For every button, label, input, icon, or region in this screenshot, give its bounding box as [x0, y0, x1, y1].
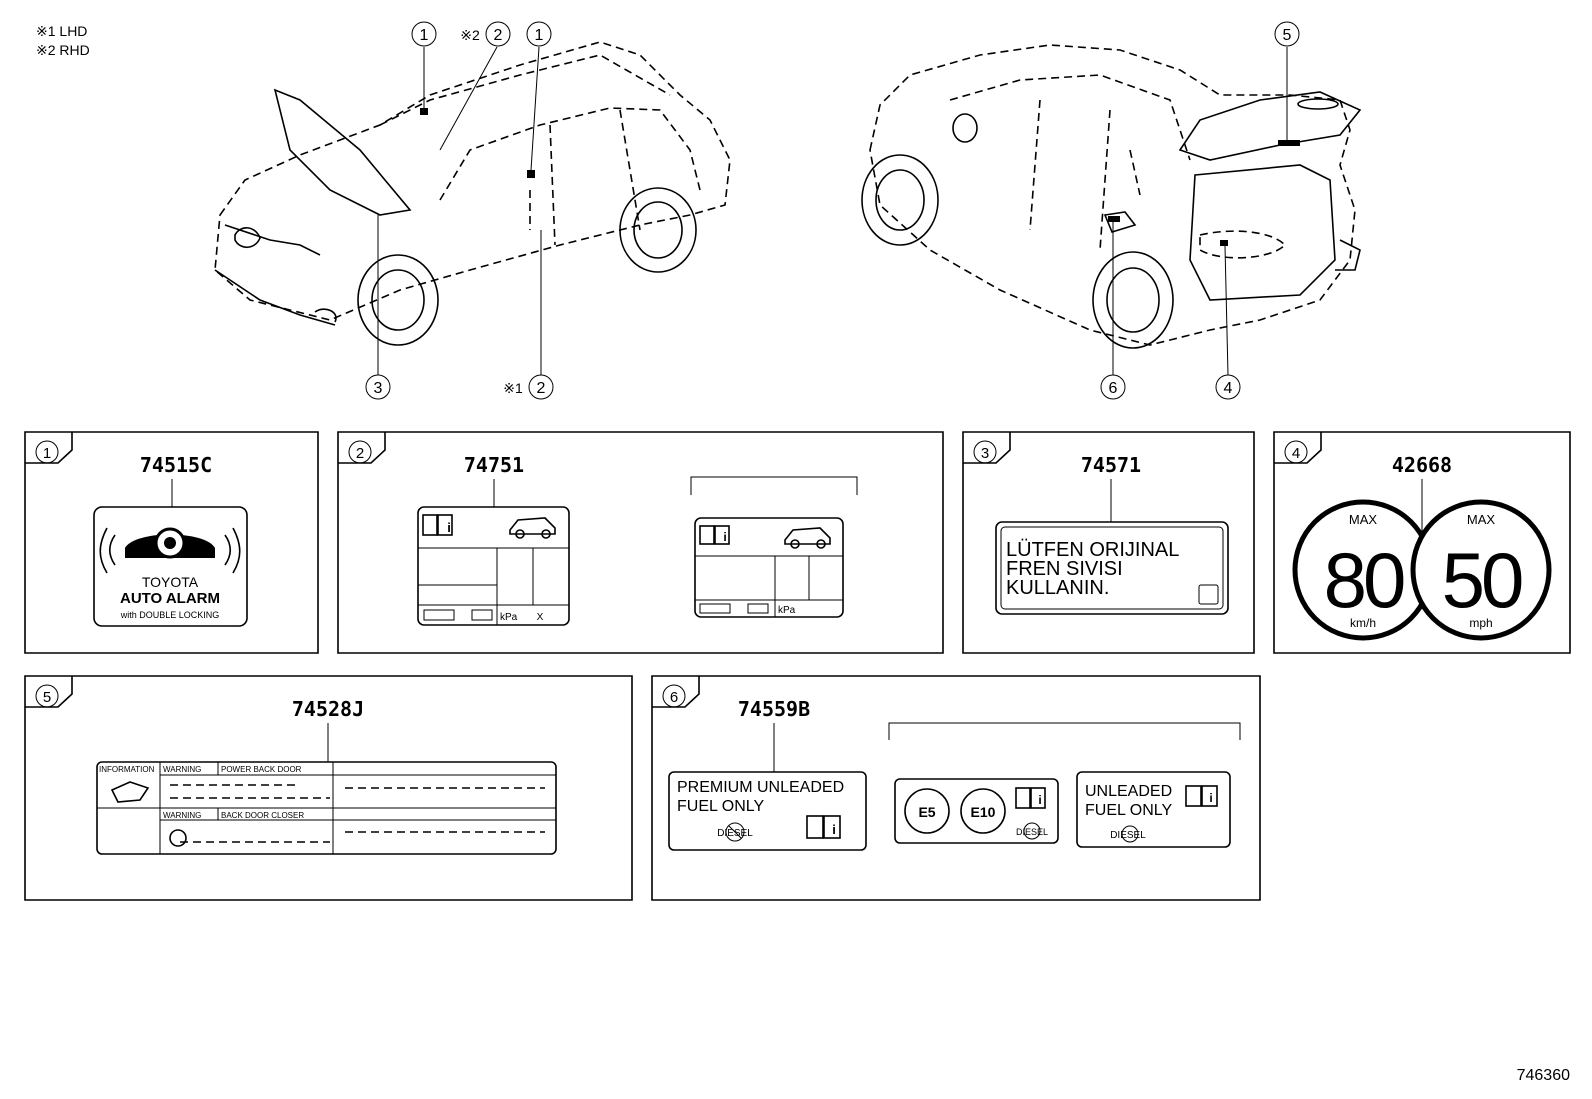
panel-5-index: 5 — [43, 689, 51, 706]
info-icon: i — [1038, 793, 1041, 807]
rear-callouts: 5 6 4 — [1100, 21, 1300, 400]
power-back-door-heading: POWER BACK DOOR — [221, 765, 302, 774]
alarm-car-icon — [99, 527, 241, 574]
no-diesel-b: DIESEL — [1016, 827, 1048, 837]
panel-5-part-number: 74528J — [292, 697, 364, 721]
no-diesel-a: DIESEL — [717, 828, 753, 839]
panel-5: 5 74528J INFORMATION WARNING POWER BACK … — [24, 675, 633, 901]
max-label-kmh: MAX — [1349, 512, 1378, 527]
callout-2-rhd: 2 — [494, 27, 503, 44]
kpa-label-a: kPa — [500, 612, 518, 623]
panel-4-index: 4 — [1292, 445, 1300, 462]
panel-1-part-number: 74515C — [140, 453, 212, 477]
alarm-line-1: TOYOTA — [142, 574, 199, 590]
manual-icon — [806, 815, 824, 839]
speed-mph: 50 — [1442, 536, 1522, 624]
ethanol-label: E5 E10 i DIESEL — [894, 778, 1059, 844]
callout-6: 6 — [1109, 380, 1118, 397]
callout-2-lhd: 2 — [537, 380, 546, 397]
unleaded-line-1: UNLEADED — [1085, 783, 1172, 800]
power-back-door-label: INFORMATION WARNING POWER BACK DOOR WARN… — [96, 761, 557, 855]
callout-1-hood: 1 — [420, 27, 429, 44]
panel-2-part-number: 74751 — [464, 453, 524, 477]
diagram-id: 746360 — [1516, 1067, 1570, 1084]
kpa-label-b: kPa — [778, 605, 796, 616]
no-diesel-c: DIESEL — [1110, 830, 1146, 841]
unleaded-label: UNLEADED FUEL ONLY i DIESEL — [1076, 771, 1231, 848]
unit-mph: mph — [1469, 616, 1492, 630]
premium-line-1: PREMIUM UNLEADED — [677, 779, 844, 796]
info-icon: i — [723, 530, 726, 544]
auto-alarm-sticker — [93, 506, 248, 627]
hand-icon — [110, 781, 150, 803]
speed-limit-sticker: MAX 80 km/h MAX 50 mph — [1292, 499, 1552, 641]
brake-line-2: FREN SIVISI — [1006, 558, 1123, 580]
unleaded-line-2: FUEL ONLY — [1085, 802, 1172, 819]
callout-4: 4 — [1224, 380, 1233, 397]
info-icon: i — [1209, 791, 1212, 805]
back-door-closer-heading: BACK DOOR CLOSER — [221, 811, 304, 820]
panel-3-index: 3 — [981, 445, 989, 462]
callout-3: 3 — [374, 380, 383, 397]
brake-line-3: KULLANIN. — [1006, 577, 1109, 599]
callout-1-door: 1 — [535, 27, 544, 44]
tire-label-b: i kPa — [694, 517, 844, 618]
info-heading: INFORMATION — [99, 765, 155, 774]
warning-heading-2: WARNING — [163, 811, 201, 820]
e10-badge: E10 — [971, 804, 996, 820]
brake-line-1: LÜTFEN ORIJINAL — [1006, 539, 1179, 561]
info-icon: i — [447, 520, 451, 535]
warning-heading-1: WARNING — [163, 765, 201, 774]
note-rhd: ※2 RHD — [36, 42, 90, 58]
note-lhd: ※1 LHD — [36, 23, 88, 39]
panel-6: 6 74559B PREMIUM UNLEADED FUEL ONLY DIES… — [651, 675, 1261, 901]
panel-4: 4 42668 MAX 80 km/h MAX 50 mph — [1273, 431, 1571, 654]
info-icon: i — [832, 822, 836, 837]
panel-6-index: 6 — [670, 689, 678, 706]
manual-icon — [1185, 785, 1202, 807]
alarm-line-3: with DOUBLE LOCKING — [120, 610, 220, 620]
panel-3: 3 74571 LÜTFEN ORIJINAL FREN SIVISI KULL… — [962, 431, 1255, 654]
premium-line-2: FUEL ONLY — [677, 798, 764, 815]
rear-vehicle-drawing — [861, 44, 1362, 349]
callout-ref-rhd: ※2 — [460, 27, 480, 43]
alarm-line-2: AUTO ALARM — [120, 590, 220, 607]
panel-2: 2 74751 i kPa X i — [337, 431, 944, 654]
panel-1-index: 1 — [43, 445, 51, 462]
tire-label-a: i kPa X — [417, 506, 570, 626]
unit-kmh: km/h — [1350, 616, 1376, 630]
panel-6-part-number: 74559B — [738, 697, 810, 721]
front-callouts: 1 ※2 2 1 3 ※1 2 — [365, 21, 554, 400]
max-label-mph: MAX — [1467, 512, 1496, 527]
caution-icon — [169, 829, 187, 847]
panel-2-index: 2 — [356, 445, 364, 462]
front-vehicle-drawing — [214, 41, 731, 346]
callout-ref-lhd: ※1 — [503, 380, 523, 396]
panel-4-part-number: 42668 — [1392, 453, 1452, 477]
manual-icon — [1015, 787, 1031, 809]
brake-fluid-label — [995, 521, 1229, 615]
panel-3-part-number: 74571 — [1081, 453, 1141, 477]
legend-notes: ※1 LHD ※2 RHD — [36, 22, 90, 60]
x-label-a: X — [537, 612, 544, 623]
premium-fuel-label: PREMIUM UNLEADED FUEL ONLY DIESEL i — [668, 771, 867, 851]
panel-1: 1 74515C TOYOTA AUTO ALARM with DOUBLE L… — [24, 431, 319, 654]
e5-badge: E5 — [918, 804, 935, 820]
speed-kmh: 80 — [1324, 536, 1404, 624]
callout-5: 5 — [1283, 27, 1292, 44]
